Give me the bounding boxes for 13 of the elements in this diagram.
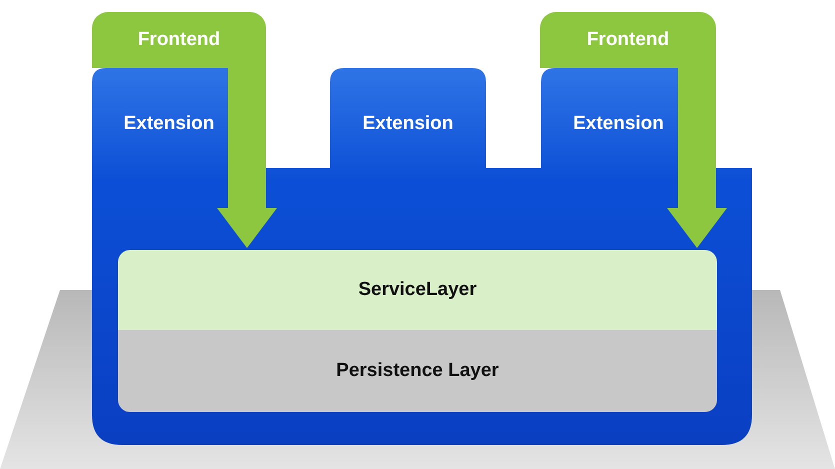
layer-label: Persistence Layer xyxy=(336,360,499,382)
frontend-label-band xyxy=(540,12,716,68)
frontend-label: Frontend xyxy=(586,29,670,51)
layer-panel xyxy=(118,330,717,412)
extension-label: Extension xyxy=(573,113,664,135)
frontend-label-band xyxy=(92,12,266,68)
frontend-label: Frontend xyxy=(138,29,220,51)
layer-panel xyxy=(118,250,717,330)
layer-label: ServiceLayer xyxy=(358,279,477,301)
extension-label: Extension xyxy=(124,113,214,135)
extension-label: Extension xyxy=(362,113,454,135)
arrow xyxy=(667,68,727,248)
arrow xyxy=(217,68,277,248)
